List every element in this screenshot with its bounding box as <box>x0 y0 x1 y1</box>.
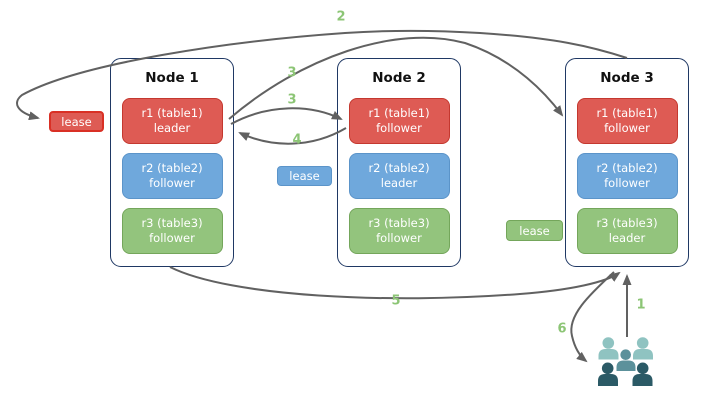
arrow-step-2 <box>16 29 628 121</box>
replica-role: follower <box>376 121 422 135</box>
replica-role: follower <box>604 121 650 135</box>
step-label-3-short: 3 <box>287 92 297 108</box>
lease-badge-green: lease <box>506 220 563 241</box>
node-1-replica-r1: r1 (table1) leader <box>121 98 223 144</box>
replica-role: leader <box>608 231 646 245</box>
node-1-replica-r3: r3 (table3) follower <box>121 208 223 254</box>
replica-role: follower <box>149 231 195 245</box>
node-1-replica-r2: r2 (table2) follower <box>121 153 223 199</box>
node-1-box: Node 1 r1 (table1) leader r2 (table2) fo… <box>110 58 234 267</box>
node-3-title: Node 3 <box>600 70 654 86</box>
lease-badge-blue: lease <box>277 166 332 186</box>
step-label-4: 4 <box>292 132 302 148</box>
step-label-5: 5 <box>391 293 401 309</box>
replica-role: follower <box>149 176 195 190</box>
step-label-3-long: 3 <box>287 65 297 81</box>
node-2-replica-r1: r1 (table1) follower <box>348 98 450 144</box>
node-3-replica-r3: r3 (table3) leader <box>576 208 678 254</box>
node-3-replica-r2: r2 (table2) follower <box>576 153 678 199</box>
replica-role: follower <box>604 176 650 190</box>
replica-role: leader <box>380 176 418 190</box>
node-3-replica-r1: r1 (table1) follower <box>576 98 678 144</box>
replica-name: r3 (table3) <box>368 216 430 231</box>
replica-role: leader <box>153 121 191 135</box>
arrow-step-3-to-node2 <box>230 107 343 125</box>
replica-name: r1 (table1) <box>368 106 430 121</box>
replica-name: r2 (table2) <box>141 161 203 176</box>
node-2-box: Node 2 r1 (table1) follower r2 (table2) … <box>337 58 461 267</box>
node-2-replica-r2: r2 (table2) leader <box>348 153 450 199</box>
node-2-replica-r3: r3 (table3) follower <box>348 208 450 254</box>
replica-name: r3 (table3) <box>141 216 203 231</box>
replica-name: r2 (table2) <box>368 161 430 176</box>
lease-badge-red: lease <box>49 111 104 132</box>
step-label-6: 6 <box>557 321 567 337</box>
step-label-2: 2 <box>336 9 346 25</box>
node-1-title: Node 1 <box>145 70 199 86</box>
replica-name: r1 (table1) <box>141 106 203 121</box>
replica-name: r3 (table3) <box>596 216 658 231</box>
replica-name: r1 (table1) <box>596 106 658 121</box>
step-label-1: 1 <box>636 297 646 313</box>
users-icon <box>598 337 653 386</box>
node-3-box: Node 3 r1 (table1) follower r2 (table2) … <box>565 58 689 267</box>
replica-name: r2 (table2) <box>596 161 658 176</box>
node-2-title: Node 2 <box>372 70 426 86</box>
replica-role: follower <box>376 231 422 245</box>
